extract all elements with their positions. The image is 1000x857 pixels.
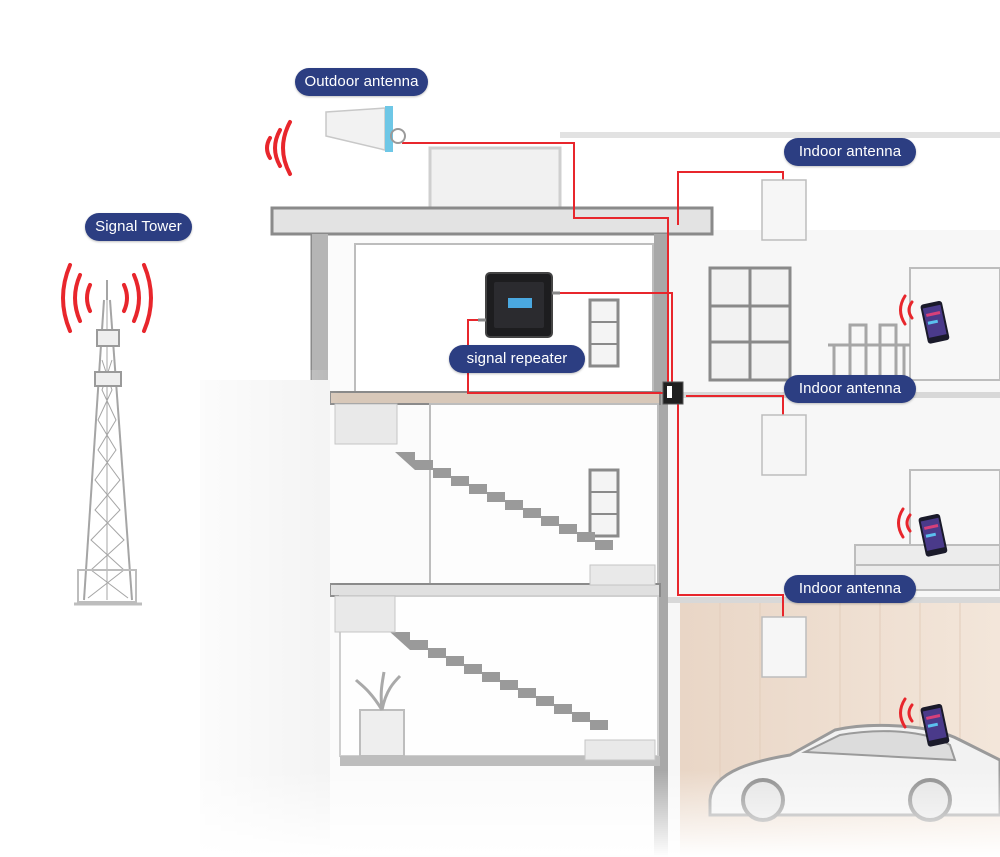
roof-chimney-box (428, 146, 562, 220)
splitter-icon (662, 381, 684, 405)
staircase-lower (390, 632, 608, 730)
plant-decoration (354, 671, 405, 757)
ground-slab (340, 756, 660, 766)
indoor-antenna-panel-1 (761, 179, 807, 241)
outdoor-antenna-icon (325, 106, 406, 152)
building (0, 132, 1000, 857)
smartphone-icon (918, 300, 950, 747)
bottom-fade (0, 770, 1000, 857)
cable-indoor-3 (677, 400, 784, 620)
window-mullions (590, 321, 618, 515)
cable-indoor-2 (686, 395, 784, 420)
floor-slab-2 (329, 583, 661, 597)
coax-cables (402, 142, 784, 620)
cable-repeater-to-splitter (558, 292, 673, 386)
tower-signal-waves (61, 263, 153, 333)
indoor-antenna-label-2: Indoor antenna (784, 375, 916, 403)
signal-tower-label: Signal Tower (85, 213, 192, 241)
indoor-antenna-panel-2 (761, 414, 807, 476)
indoor-antenna-label-3: Indoor antenna (784, 575, 916, 603)
cable-outdoor-to-splitter (402, 142, 669, 386)
signal-wave-icon (265, 120, 292, 176)
outdoor-antenna-label: Outdoor antenna (295, 68, 428, 96)
repeater-icon (478, 272, 560, 338)
phone-signal-waves (897, 294, 914, 729)
landing-steps (334, 403, 656, 761)
signal-repeater-label: signal repeater (449, 345, 585, 373)
indoor-antenna-icon (761, 179, 807, 678)
cable-indoor-1 (677, 171, 784, 225)
main-house-windows (588, 298, 620, 538)
roof-slab (270, 206, 714, 236)
middle-floor-room (429, 403, 659, 585)
indoor-antenna-label-1: Indoor antenna (784, 138, 916, 166)
staircase-upper (395, 452, 613, 550)
right-wing-window (708, 266, 792, 382)
cell-tower-icon (74, 280, 142, 606)
indoor-antenna-panel-3 (761, 616, 807, 678)
